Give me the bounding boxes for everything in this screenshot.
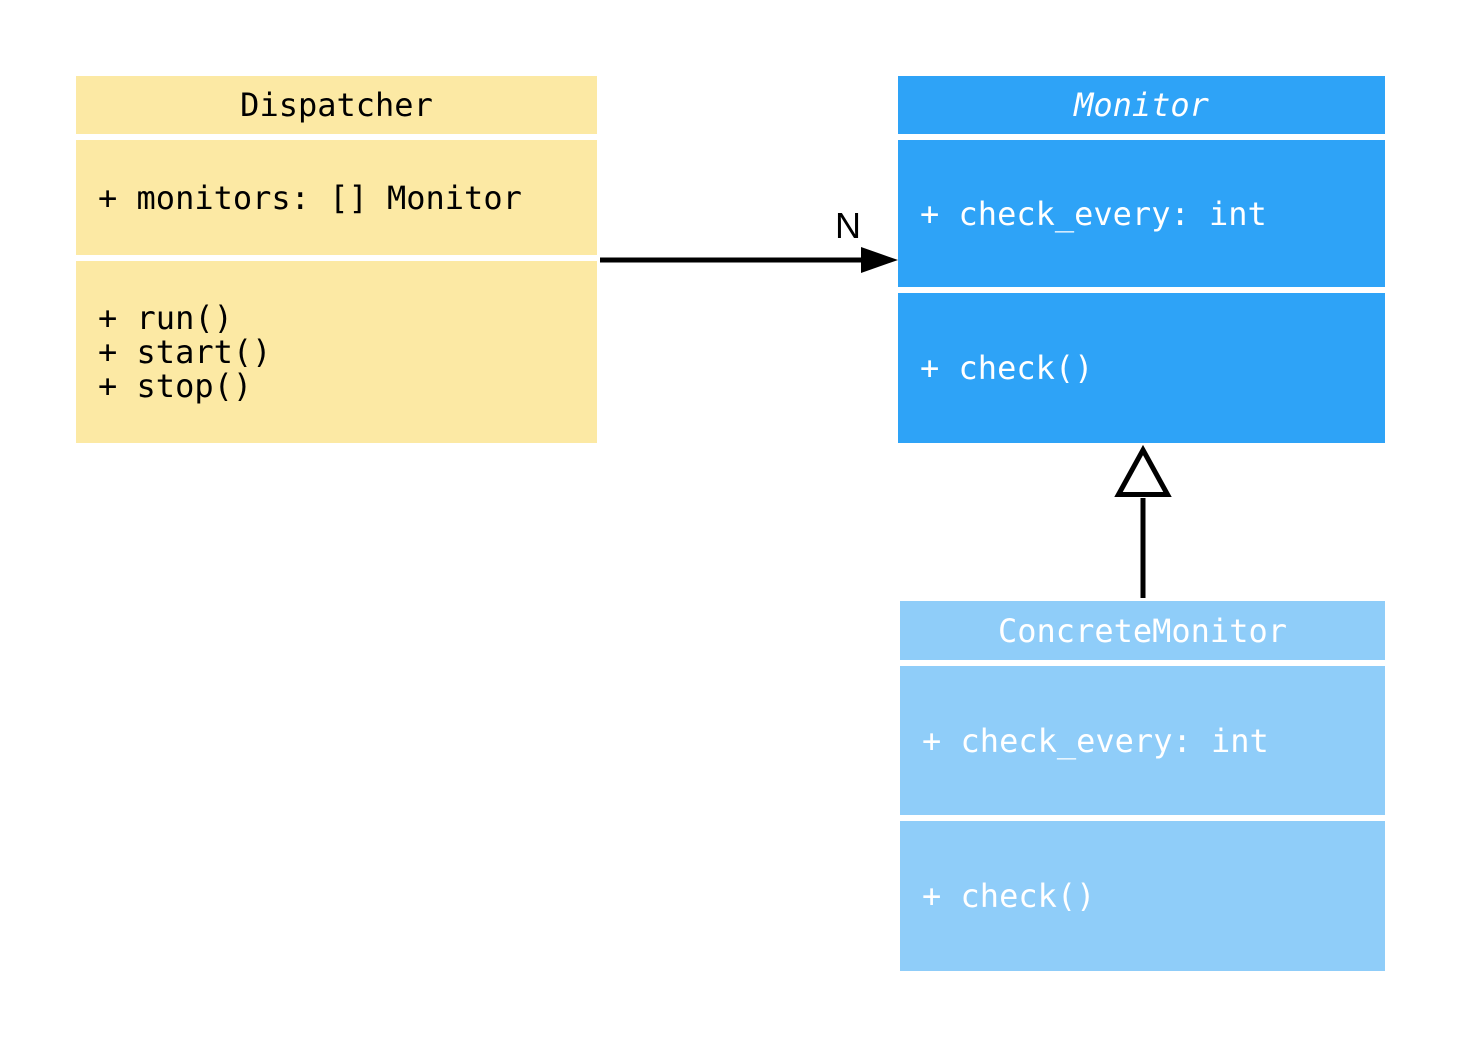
method-item: + check(): [922, 877, 1096, 915]
hollow-triangle-icon: [1114, 444, 1172, 497]
class-title-dispatcher: Dispatcher: [76, 76, 597, 134]
class-name-monitor: Monitor: [1074, 86, 1209, 124]
class-title-concrete-monitor: ConcreteMonitor: [900, 601, 1385, 660]
class-attributes-monitor: + check_every: int: [898, 140, 1385, 287]
association-arrow-dispatcher-to-monitor: [600, 247, 898, 273]
attribute-item: + check_every: int: [922, 721, 1269, 760]
method-item: + run(): [98, 299, 233, 337]
class-title-monitor: Monitor: [898, 76, 1385, 134]
method-item: + check(): [920, 349, 1094, 387]
class-attributes-dispatcher: + monitors: [] Monitor: [76, 140, 597, 255]
association-multiplicity-label: N: [835, 205, 861, 246]
attribute-item: + check_every: int: [920, 194, 1267, 233]
class-name-dispatcher: Dispatcher: [240, 86, 433, 124]
class-box-monitor: Monitor + check_every: int + check(): [898, 76, 1385, 443]
method-item: + stop(): [98, 367, 253, 405]
class-box-dispatcher: Dispatcher + monitors: [] Monitor + run(…: [76, 76, 597, 443]
class-name-concrete-monitor: ConcreteMonitor: [998, 611, 1287, 650]
class-methods-dispatcher: + run() + start() + stop(): [76, 261, 597, 443]
class-box-concrete-monitor: ConcreteMonitor + check_every: int + che…: [900, 601, 1385, 971]
class-methods-concrete-monitor: + check(): [900, 821, 1385, 971]
inheritance-arrow-concrete-monitor-to-monitor: [1114, 444, 1172, 598]
class-attributes-concrete-monitor: + check_every: int: [900, 666, 1385, 815]
arrowhead-icon: [861, 247, 898, 273]
class-methods-monitor: + check(): [898, 293, 1385, 443]
attribute-item: + monitors: [] Monitor: [98, 178, 522, 217]
method-item: + start(): [98, 333, 272, 371]
